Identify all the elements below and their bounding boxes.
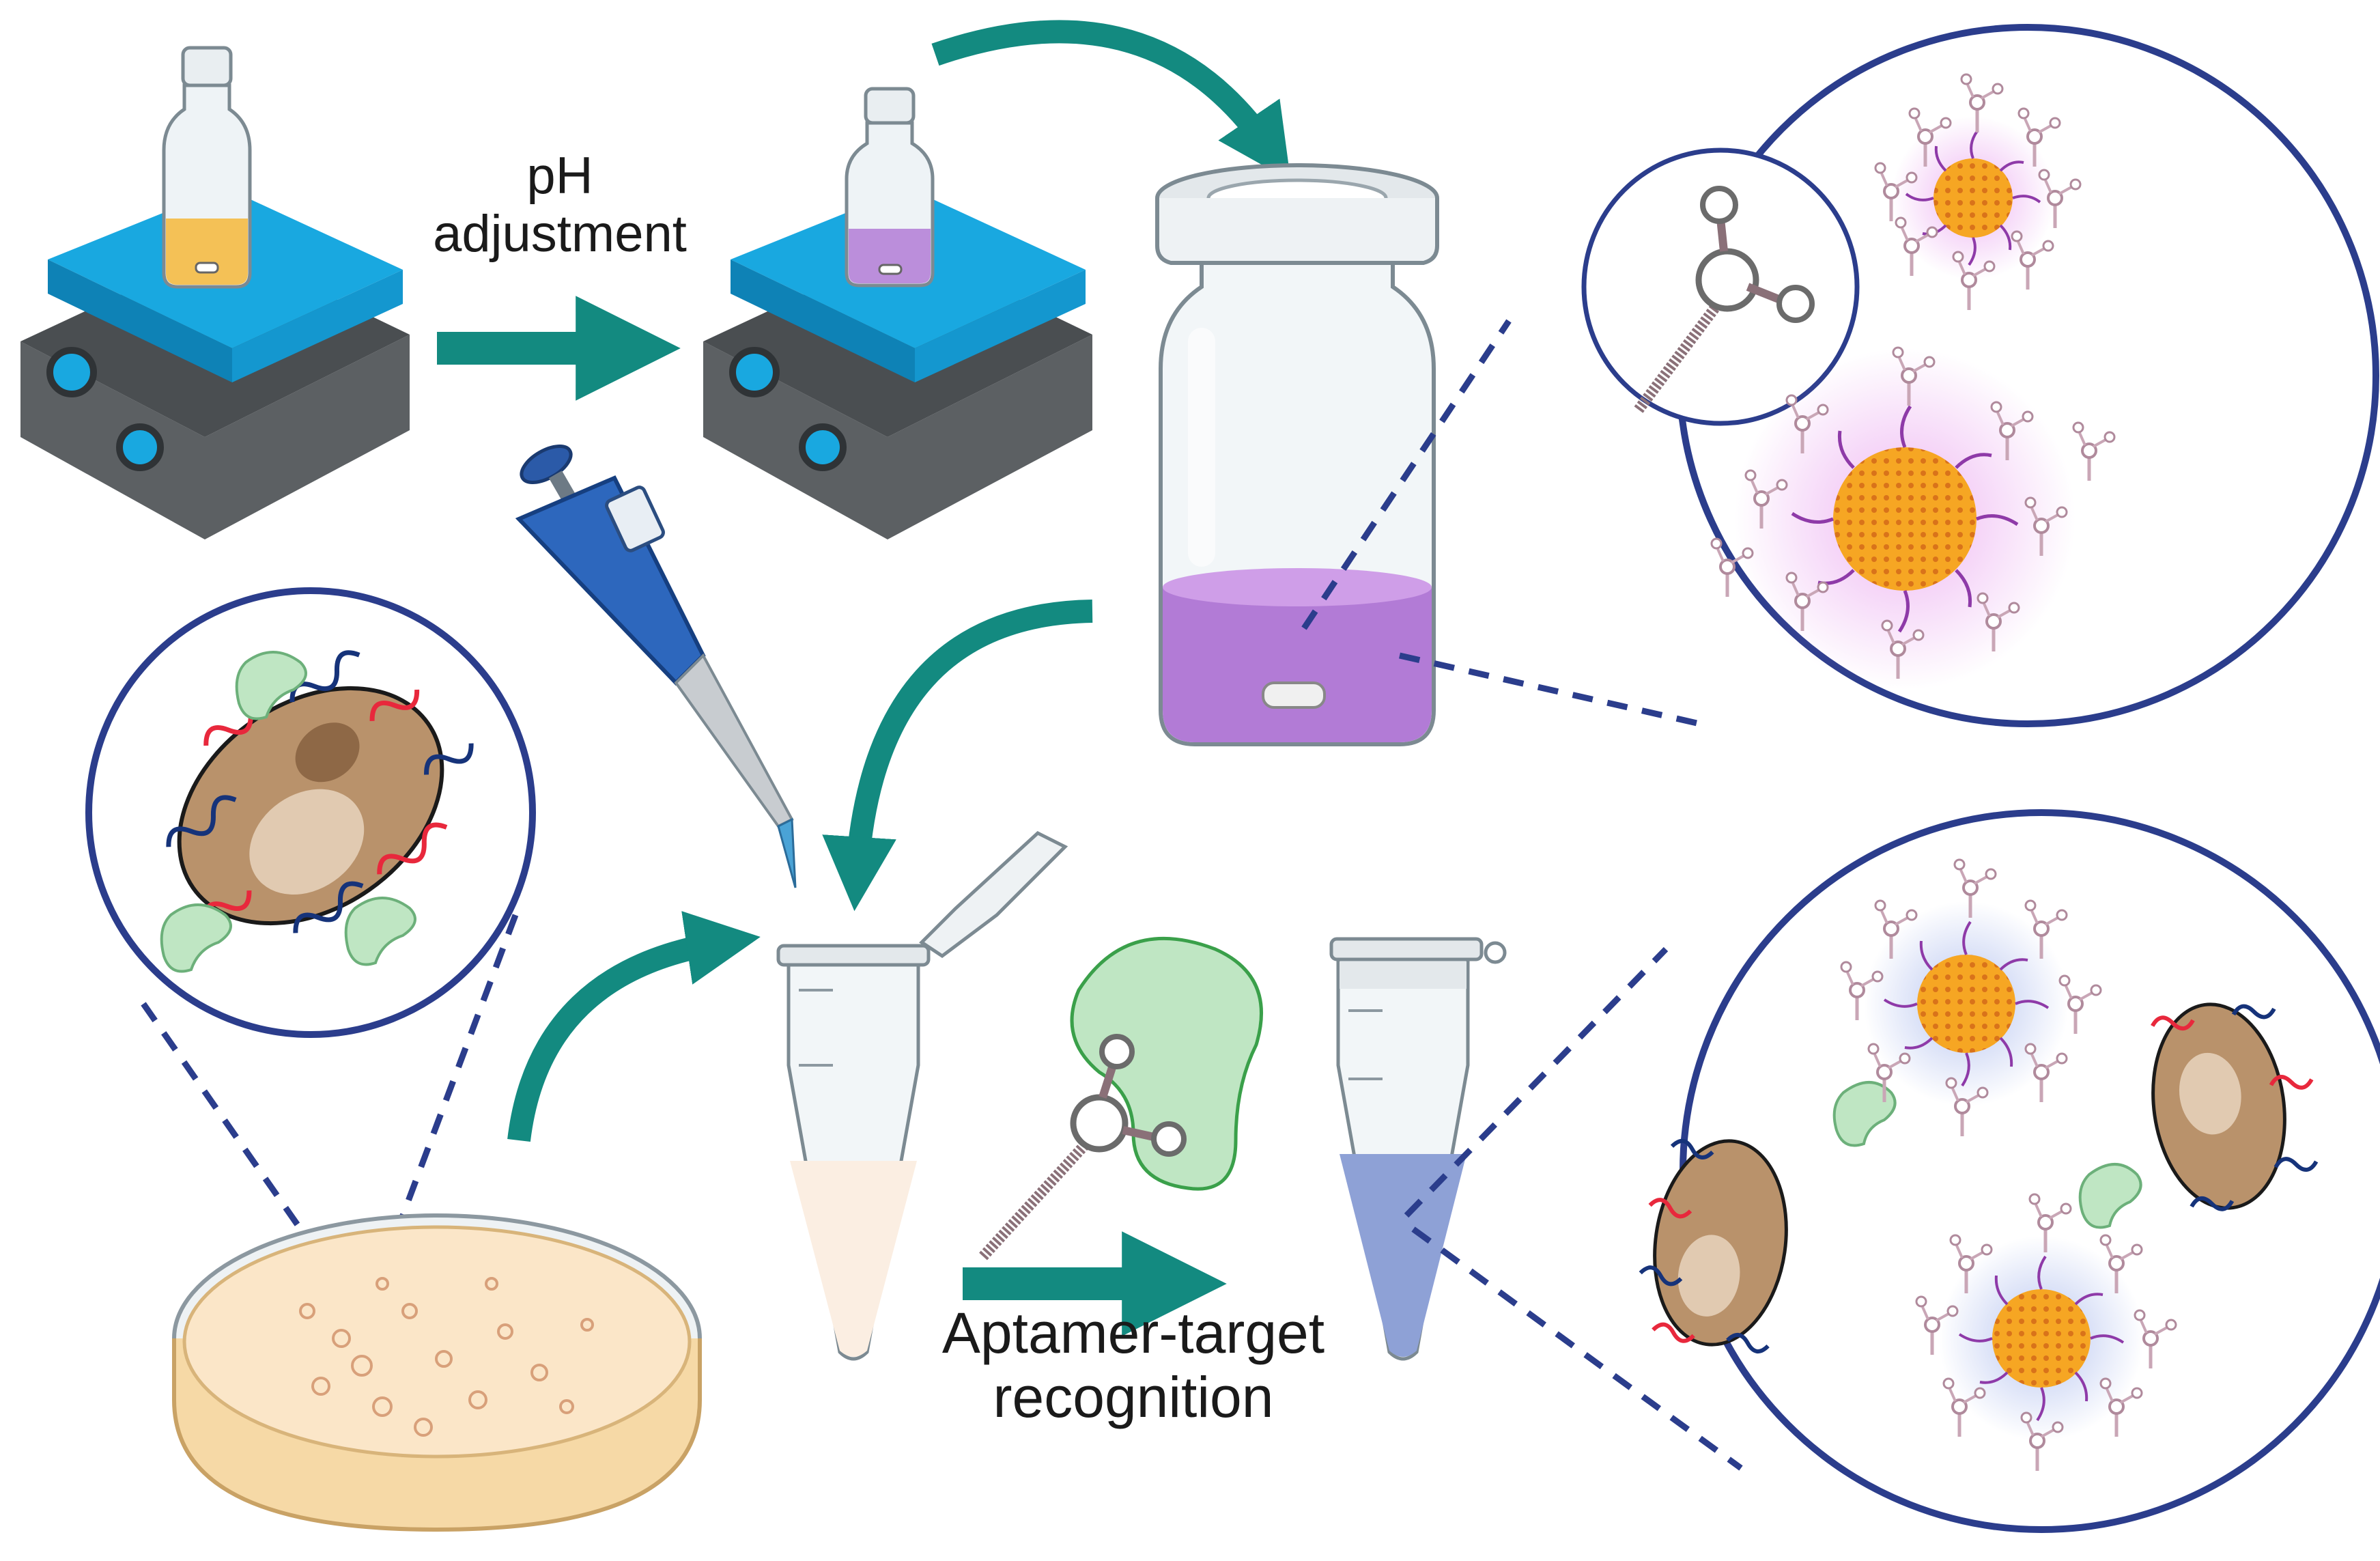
gold-nanoparticle-icon: [1712, 348, 2114, 690]
curved-arrow: [507, 911, 761, 1142]
magnetic-stirrer-icon: [20, 188, 410, 539]
microcentrifuge-tube-icon: [1329, 937, 1507, 1361]
recognition-zoom-circle: [1639, 809, 2380, 1533]
ph-label-line1: pH: [526, 147, 593, 205]
aptamer-label-line1: Aptamer-target: [941, 1301, 1325, 1365]
gold-nanoparticle-icon: [1916, 1194, 2176, 1471]
curved-arrow: [822, 600, 1093, 912]
glass-vial-icon: [162, 46, 252, 289]
micropipette-icon: [515, 445, 797, 888]
aptamer-icon: [979, 1034, 1187, 1261]
microcentrifuge-tube-icon: [776, 830, 1068, 1361]
aptamer-label-line2: recognition: [993, 1365, 1274, 1430]
ph-label-line2: adjustment: [433, 205, 687, 264]
bacterium-icon: [1639, 1138, 1788, 1353]
zoom-connector: [1404, 946, 1669, 1218]
zoom-connector: [1411, 1226, 1743, 1471]
ph-adjustment-label: pH adjustment: [382, 147, 737, 263]
target-protein-icon: [160, 651, 416, 973]
nanoparticle-zoom-circle: [1581, 24, 2379, 727]
gold-nanoparticle-icon: [1875, 74, 2080, 310]
glass-vial-icon: [845, 87, 935, 287]
curved-arrow: [931, 20, 1291, 181]
bacteria-zoom-circle: [85, 587, 536, 1038]
zoom-connector: [1301, 319, 1512, 630]
bacterium-icon: [166, 650, 474, 933]
aptamer-recognition-label: Aptamer-target recognition: [874, 1301, 1393, 1429]
target-protein-icon: [1832, 1081, 2142, 1229]
petri-dish-icon: [172, 1213, 702, 1532]
aptamer-icon: [1634, 186, 1815, 413]
gold-nanoparticle-icon: [1841, 860, 2101, 1136]
glass-vial-icon: [1155, 163, 1439, 746]
zoom-connector: [1399, 652, 1701, 727]
bacterium-icon: [2151, 1002, 2319, 1211]
